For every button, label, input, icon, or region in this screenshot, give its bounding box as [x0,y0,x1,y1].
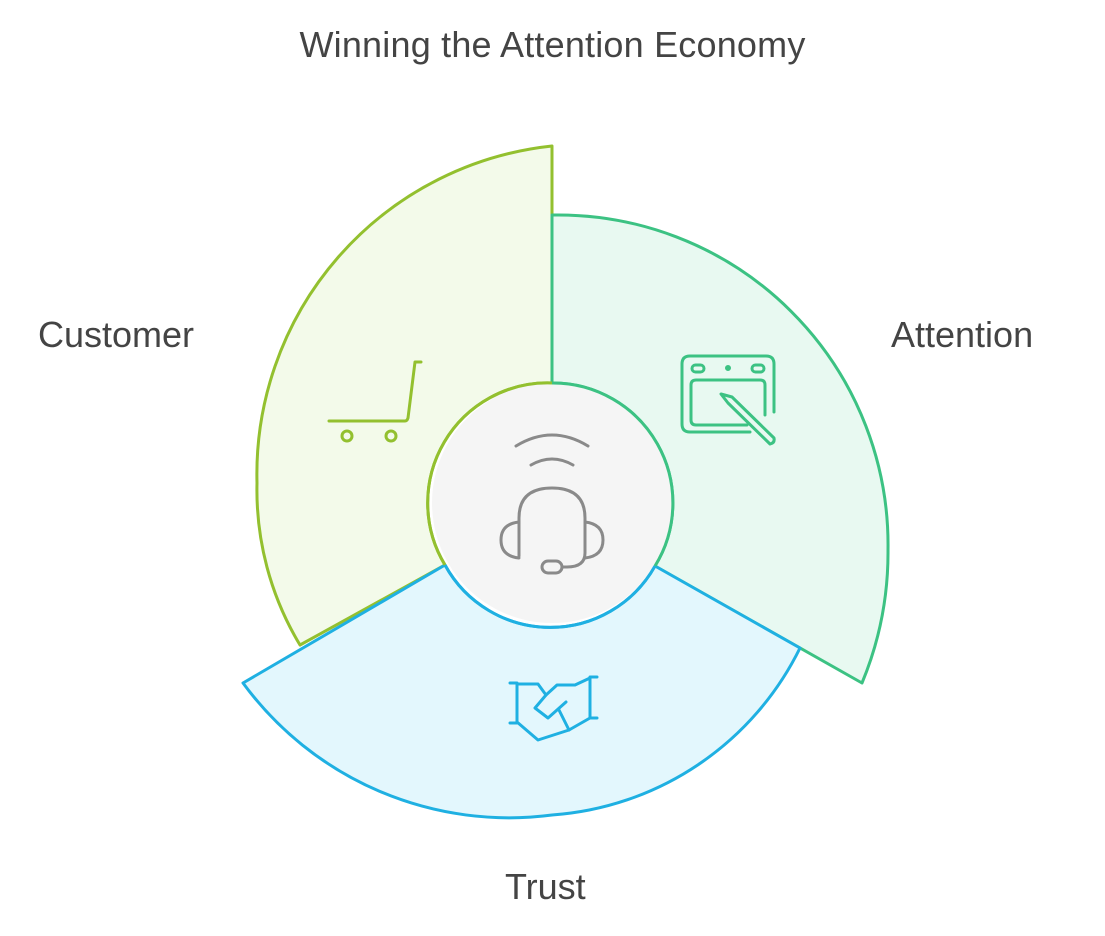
headset-support-icon [499,433,605,575]
segment-label-trust: Trust [505,866,586,907]
segment-label-customer: Customer [38,314,195,355]
drawing-tablet-icon [680,354,776,446]
shopping-cart-icon [327,360,423,443]
center-circle [426,381,675,629]
segment-label-attention: Attention [891,314,1034,355]
handshake-icon [508,675,599,742]
diagram-title: Winning the Attention Economy [299,24,806,65]
